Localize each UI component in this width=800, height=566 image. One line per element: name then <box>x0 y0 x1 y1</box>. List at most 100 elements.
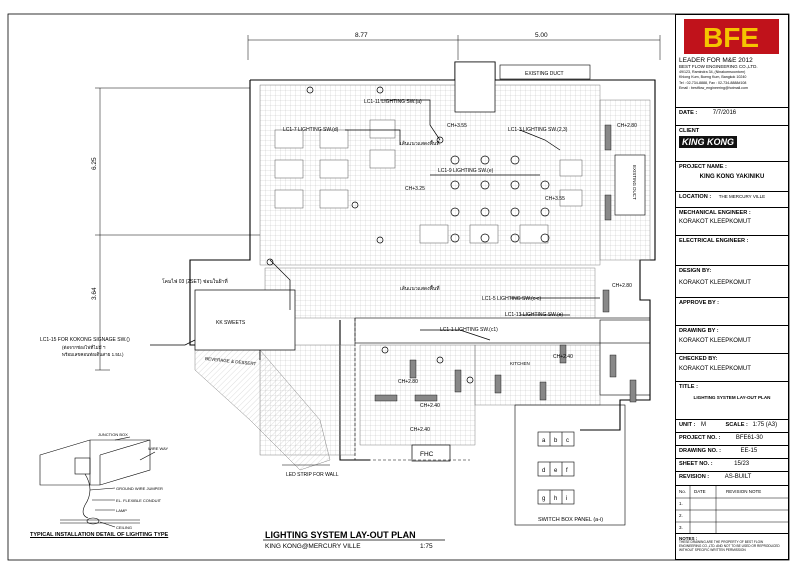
project-label: PROJECT NAME : <box>679 164 727 170</box>
sheet-label: SHEET NO. : <box>679 461 713 467</box>
title-block: BFE LEADER FOR M&E 2012 BEST FLOW ENGINE… <box>675 14 789 560</box>
existing-duct-label: EXISTING DUCT <box>525 71 564 77</box>
detail-caption: TYPICAL INSTALLATION DETAIL OF LIGHTING … <box>30 532 169 538</box>
circuit-c3: LC1-3 LIGHTING SW.(2,3) <box>508 127 568 133</box>
kitchen-label: KITCHEN <box>510 361 530 366</box>
client-logo: KING KONG <box>679 136 738 148</box>
title-label: TITLE : <box>679 384 698 390</box>
ch-8: CH+2.40 <box>420 403 440 409</box>
detail-wireway: WIRE WAY <box>148 446 169 451</box>
circuit-c2: LC1-7 LIGHTING SW.(d) <box>283 127 339 133</box>
ch-5: CH+2.80 <box>612 283 632 289</box>
ch-6: CH+2.80 <box>398 379 418 385</box>
elec-row: ELECTRICAL ENGINEER : <box>676 235 788 265</box>
dim-left-bottom: 3.64 <box>91 287 98 300</box>
dimension-left <box>95 87 260 371</box>
address-1: 49/123, Ramindra 34, (Ninakornsoontorn) <box>679 69 746 74</box>
company-name: BEST FLOW ENGINEERING CO.,LTD. <box>679 64 758 69</box>
mech-row: MECHANICAL ENGINEER : KORAKOT KLEEPKOMUT <box>676 207 788 235</box>
address-3: Tel : 02-734-8888, Fax : 02-734-8888#108 <box>679 80 747 85</box>
title-value: LIGHTING SYSTEM LAY-OUT PLAN <box>693 395 771 400</box>
hatch-dining-mid <box>264 267 596 319</box>
checked-value: KORAKOT KLEEPKOMUT <box>679 366 751 372</box>
rev-header-date: DATE <box>694 489 706 494</box>
ch-7: CH+2.40 <box>553 354 573 360</box>
design-value: KORAKOT KLEEPKOMUT <box>679 280 751 286</box>
drawing-by-label: DRAWING BY : <box>679 328 719 334</box>
notes-text: THESE DRAWING ARE THE PROPERTY OF BEST F… <box>679 540 780 552</box>
led-strip-label: LED STRIP FOR WALL <box>286 472 339 478</box>
drawing-by-row: DRAWING BY : KORAKOT KLEEPKOMUT <box>676 325 788 353</box>
design-label: DESIGN BY: <box>679 268 712 274</box>
project-no-label: PROJECT NO. : <box>679 435 721 441</box>
title-row: TITLE : LIGHTING SYSTEM LAY-OUT PLAN <box>676 381 788 419</box>
drawing-by-value: KORAKOT KLEEPKOMUT <box>679 338 751 344</box>
circuit-wiring <box>150 99 600 346</box>
hatch-kitchen <box>474 344 601 406</box>
switch-c: c <box>566 438 569 444</box>
client-label: CLIENT <box>679 128 700 134</box>
kk-sweets-room <box>194 289 296 351</box>
switch-g: g <box>542 496 545 502</box>
ch-4: CH+2.80 <box>617 123 637 129</box>
address-2: Khlong Kum, Bueng Kum, Bangkok 10240 <box>679 75 747 79</box>
scale-label: SCALE : <box>725 422 748 428</box>
dim-top-right: 5.00 <box>535 32 548 39</box>
existing-duct-box <box>499 64 591 80</box>
circuit-c5: LC1-5 LIGHTING SW.(c-c) <box>482 296 542 302</box>
drawing-no-row: DRAWING NO. : EE-15 <box>676 445 788 458</box>
company-tag: LEADER FOR M&E 2012 <box>679 57 753 64</box>
sheet-value: 15/23 <box>734 461 750 467</box>
circuit-c8: LC1-15 FOR KOKONG SIGNAGE SW.() <box>40 337 130 343</box>
existing-duct-right <box>614 154 646 216</box>
detail-ceiling: CEILING <box>116 525 132 530</box>
circuit-c8-thai: (ต่อจากช่องไฟที่ไม่มี ฯ <box>62 344 106 350</box>
linear-fixtures <box>374 124 637 403</box>
installation-detail <box>39 436 156 528</box>
project-no-row: PROJECT NO. : BFE61-30 <box>676 432 788 445</box>
checked-label: CHECKED BY: <box>679 356 718 362</box>
dim-top-left: 8.77 <box>355 32 368 39</box>
revision-table: No. DATE REVISION NOTE 1. 2. 3. <box>676 485 788 534</box>
mech-value: KORAKOT KLEEPKOMUT <box>679 219 751 225</box>
client-row: CLIENT KING KONG <box>676 125 788 161</box>
unit-row: UNIT : M SCALE : 1:75 (A3) <box>676 419 788 432</box>
project-value: KING KONG YAKINIKU <box>699 174 765 180</box>
circuit-c7: LC1-1 LIGHTING SW.(c1) <box>440 327 498 333</box>
ch-9: CH+2.40 <box>410 427 430 433</box>
unit-label: UNIT : <box>679 422 696 428</box>
project-row: PROJECT NAME : KING KONG YAKINIKU <box>676 161 788 191</box>
approve-label: APPROVE BY : <box>679 300 719 306</box>
project-no-value: BFE61-30 <box>735 435 763 441</box>
sheet-row: SHEET NO. : 15/23 <box>676 458 788 471</box>
rev-header-note: REVISION NOTE <box>726 489 762 494</box>
switch-box-panel <box>514 404 626 526</box>
zone-note-b: เส้นแนวแสดงพื้นที่ <box>400 283 440 292</box>
light-fixtures <box>266 86 550 384</box>
drawing-no-label: DRAWING NO. : <box>679 448 721 454</box>
scale-value: 1:75 (A3) <box>752 422 778 428</box>
detail-lamp: LAMP <box>116 508 127 513</box>
rev-row-2: 2. <box>679 513 683 518</box>
design-row: DESIGN BY: KORAKOT KLEEPKOMUT <box>676 265 788 297</box>
fhc-box <box>411 444 451 462</box>
drawing-no-value: EE-15 <box>740 448 758 454</box>
rev-header-no: No. <box>679 489 687 494</box>
existing-duct-right-label: EXISTING DUCT <box>632 165 637 200</box>
detail-junction: JUNCTION BOX <box>98 432 128 437</box>
beverage-label: BEVERAGE & DESSERT <box>205 356 257 366</box>
switch-i: i <box>566 496 567 502</box>
revision-label: REVISION : <box>679 474 710 480</box>
drawing-scale: 1:75 <box>420 543 433 550</box>
circuit-c1: LC1-11 LIGHTING SW.(a) <box>364 99 422 105</box>
switch-h: h <box>554 496 557 502</box>
drawing-subtitle: KING KONG@MERCURY VILLE <box>265 543 361 550</box>
ch-3: CH+3.55 <box>545 196 565 202</box>
date-value: 7/7/2016 <box>712 110 737 116</box>
switch-a: a <box>542 438 546 444</box>
notes-row: NOTES : THESE DRAWING ARE THE PROPERTY O… <box>676 533 788 560</box>
bfe-logo: BFE <box>684 19 779 54</box>
company-info: LEADER FOR M&E 2012 BEST FLOW ENGINEERIN… <box>676 55 788 107</box>
